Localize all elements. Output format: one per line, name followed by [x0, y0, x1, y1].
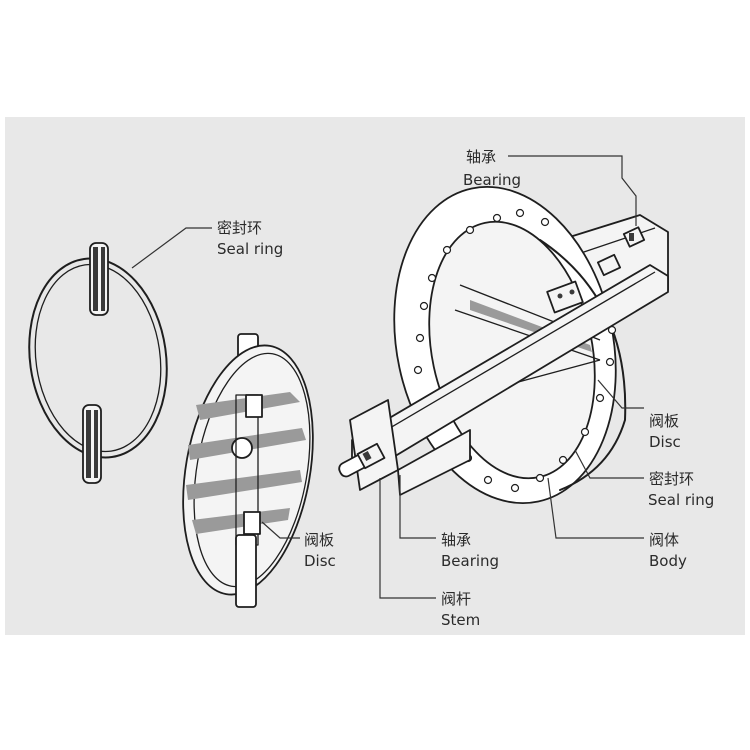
- label-disc-left-cn: 阀板: [304, 531, 334, 549]
- leader-bearing-bottom: [399, 475, 436, 539]
- diagram-panel: [5, 117, 745, 635]
- leader-seal-ring-left: [131, 227, 212, 269]
- leader-disc-right: [597, 379, 644, 409]
- label-seal-ring-right-cn: 密封环: [649, 470, 694, 488]
- seal-ring-illustration: [28, 242, 168, 484]
- leader-bearing-top: [508, 155, 637, 226]
- label-bearing-bottom-en: Bearing: [441, 552, 499, 570]
- label-seal-ring-right-en: Seal ring: [648, 491, 714, 509]
- leader-stem: [379, 478, 436, 599]
- leader-seal-ring-right: [574, 449, 644, 479]
- label-disc-right-en: Disc: [649, 433, 681, 451]
- label-seal-ring-left-cn: 密封环: [217, 219, 262, 237]
- label-disc-left-en: Disc: [304, 552, 336, 570]
- disc-illustration: [182, 333, 314, 608]
- label-body-cn: 阀体: [649, 531, 679, 549]
- label-stem-en: Stem: [441, 611, 480, 629]
- valve-body-illustration: [338, 185, 669, 505]
- label-disc-right-cn: 阀板: [649, 412, 679, 430]
- label-body-en: Body: [649, 552, 687, 570]
- label-bearing-top-cn: 轴承: [466, 148, 496, 166]
- leader-body: [547, 477, 644, 539]
- label-bearing-top-en: Bearing: [463, 171, 521, 189]
- leader-disc-left: [261, 521, 300, 539]
- label-bearing-bottom-cn: 轴承: [441, 531, 471, 549]
- label-seal-ring-left-en: Seal ring: [217, 240, 283, 258]
- label-stem-cn: 阀杆: [441, 590, 471, 608]
